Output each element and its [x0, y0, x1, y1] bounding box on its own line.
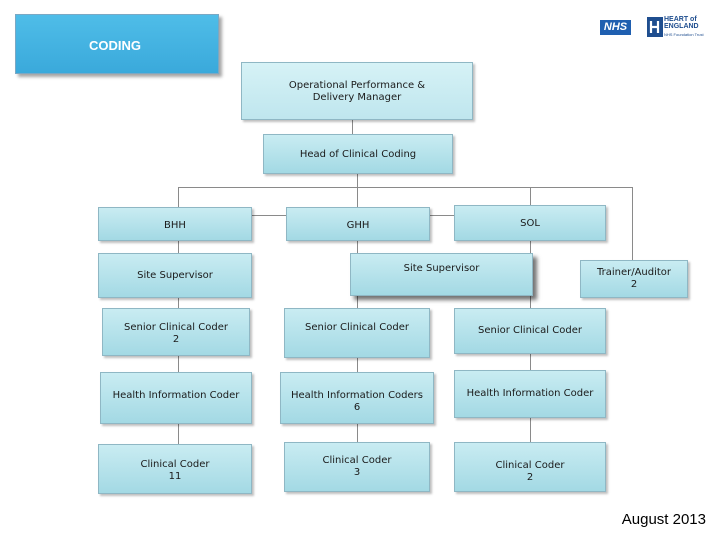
hic-bhh-label: Health Information Coder	[112, 390, 240, 401]
connector	[178, 187, 179, 207]
connector	[352, 120, 353, 134]
senior-coder-bhh-box: Senior Clinical Coder 2	[102, 308, 250, 356]
trust-name: HEART of ENGLAND	[664, 16, 699, 30]
hic-ghh-label: Health Information Coders 6	[290, 390, 423, 413]
senior-coder-bhh-label: Senior Clinical Coder 2	[124, 322, 228, 345]
senior-coder-sol-box: Senior Clinical Coder	[454, 308, 606, 354]
site-ghh-box: GHH	[286, 207, 430, 241]
connector	[530, 354, 531, 370]
connector	[357, 241, 358, 253]
connector	[357, 424, 358, 442]
site-supervisor-bhh-label: Site Supervisor	[137, 270, 213, 281]
cc-bhh-box: Clinical Coder 11	[98, 444, 252, 494]
trust-subtitle: NHS Foundation Trust	[664, 32, 704, 37]
connector	[178, 187, 633, 188]
nhs-logo: NHS	[600, 20, 631, 35]
hic-ghh-box: Health Information Coders 6	[280, 372, 434, 424]
ops-manager-box: Operational Performance & Delivery Manag…	[241, 62, 473, 120]
connector	[178, 298, 179, 308]
ops-manager-label: Operational Performance & Delivery Manag…	[288, 80, 426, 103]
title-box: CODING	[15, 14, 219, 74]
connector	[530, 187, 531, 205]
date-label: August 2013	[621, 511, 706, 528]
connector	[357, 358, 358, 372]
cc-sol-label: Clinical Coder 2	[495, 460, 565, 483]
trainer-auditor-label: Trainer/Auditor 2	[596, 267, 672, 290]
connector	[357, 174, 358, 188]
connector	[430, 215, 454, 216]
cc-ghh-box: Clinical Coder 3	[284, 442, 430, 492]
connector	[357, 296, 358, 308]
cc-ghh-label: Clinical Coder 3	[322, 455, 392, 478]
site-supervisor-bhh-box: Site Supervisor	[98, 253, 252, 298]
site-bhh-label: BHH	[164, 220, 186, 231]
site-ghh-label: GHH	[346, 220, 370, 231]
trust-name-line1: HEART of	[664, 16, 697, 23]
connector	[178, 424, 179, 444]
cc-bhh-label: Clinical Coder 11	[140, 459, 210, 482]
heart-of-england-logo-icon	[647, 17, 663, 37]
head-of-coding-box: Head of Clinical Coding	[263, 134, 453, 174]
site-supervisor-ghh-sol-box: Site Supervisor	[350, 253, 533, 296]
senior-coder-sol-label: Senior Clinical Coder	[478, 325, 582, 336]
site-sol-box: SOL	[454, 205, 606, 241]
connector	[357, 187, 358, 207]
connector	[252, 215, 286, 216]
connector	[530, 418, 531, 442]
senior-coder-ghh-box: Senior Clinical Coder	[284, 308, 430, 358]
connector	[178, 241, 179, 253]
site-bhh-box: BHH	[98, 207, 252, 241]
head-of-coding-label: Head of Clinical Coding	[299, 149, 417, 160]
hic-sol-box: Health Information Coder	[454, 370, 606, 418]
connector	[178, 356, 179, 372]
site-supervisor-ghh-sol-label: Site Supervisor	[403, 263, 480, 274]
hic-sol-label: Health Information Coder	[466, 388, 594, 399]
trainer-auditor-box: Trainer/Auditor 2	[580, 260, 688, 298]
senior-coder-ghh-label: Senior Clinical Coder	[305, 322, 409, 333]
hic-bhh-box: Health Information Coder	[100, 372, 252, 424]
cc-sol-box: Clinical Coder 2	[454, 442, 606, 492]
page-title: CODING	[89, 38, 141, 53]
connector	[530, 241, 531, 253]
connector	[530, 296, 531, 308]
site-sol-label: SOL	[520, 218, 540, 229]
connector	[632, 187, 633, 260]
trust-name-line2: ENGLAND	[664, 23, 699, 30]
